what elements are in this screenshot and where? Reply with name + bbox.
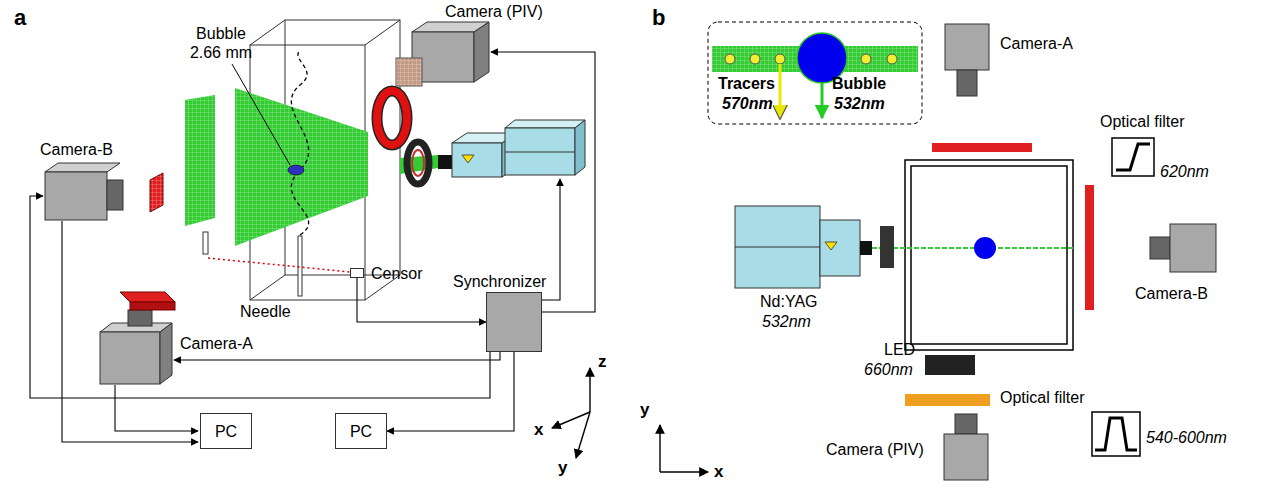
part-label: Camera-A xyxy=(180,334,253,353)
node-label: Synchronizer xyxy=(453,272,546,291)
node-label: PC xyxy=(215,422,237,441)
part-label: Tracers xyxy=(718,74,775,93)
synchronizer-box: Synchronizer xyxy=(486,292,542,352)
part-label: 620nm xyxy=(1160,162,1209,181)
part-label: 540-600nm xyxy=(1146,428,1227,447)
part-label: Optical filter xyxy=(1100,112,1184,131)
part-label: 570nm xyxy=(722,94,773,113)
part-label: LED xyxy=(884,340,915,359)
part-label: Bubble xyxy=(832,74,886,93)
part-label: Nd:YAG xyxy=(760,292,818,311)
part-label: Needle xyxy=(240,302,291,321)
part-label: 532nm xyxy=(762,312,811,331)
pc-box: PC xyxy=(200,413,252,449)
part-label: x xyxy=(534,420,543,439)
part-label: Camera (PIV) xyxy=(445,2,543,21)
part-label: b xyxy=(652,8,665,27)
pc-box: PC xyxy=(335,413,387,449)
part-label: y xyxy=(640,400,649,419)
sensor-box: Censor xyxy=(350,268,364,278)
signal-wire xyxy=(387,352,514,431)
part-label: 660nm xyxy=(864,360,913,379)
part-label: a xyxy=(14,8,26,27)
node-label: Censor xyxy=(371,264,423,283)
part-label: Camera-A xyxy=(1000,34,1073,53)
part-label: z xyxy=(598,352,607,371)
part-label: Camera (PIV) xyxy=(826,440,924,459)
part-label: Optical filter xyxy=(1000,388,1084,407)
part-label: y xyxy=(558,458,567,477)
part-label: Bubble 2.66 mm xyxy=(188,24,254,62)
part-label: Camera-B xyxy=(1135,284,1208,303)
part-label: Camera-B xyxy=(40,140,113,159)
node-label: PC xyxy=(350,422,372,441)
part-label: x xyxy=(714,462,723,481)
part-label: 532nm xyxy=(834,94,885,113)
